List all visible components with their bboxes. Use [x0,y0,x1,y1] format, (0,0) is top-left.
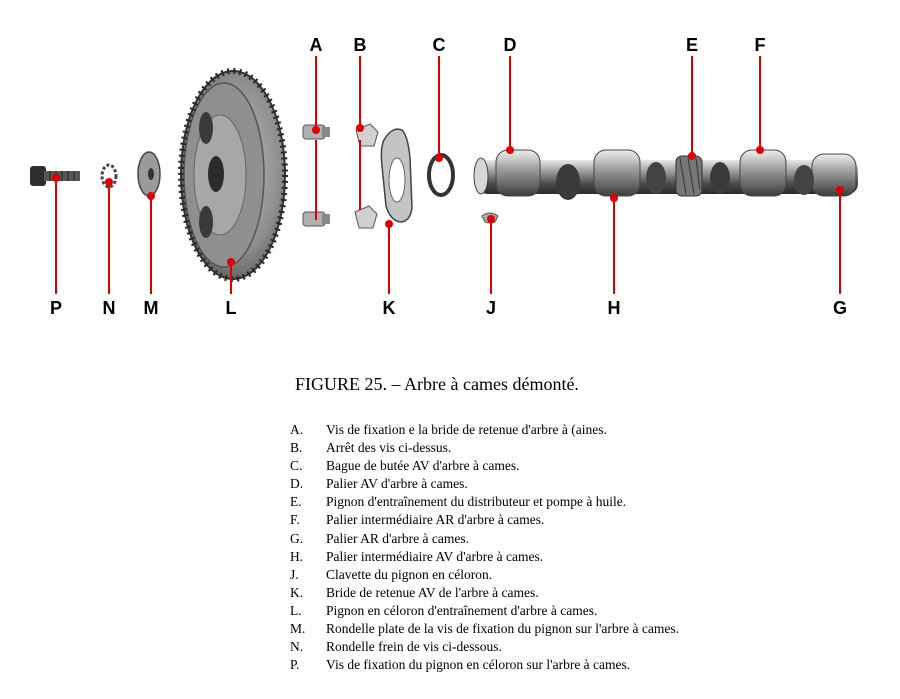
camshaft [473,149,858,200]
callout-p: P [50,174,62,318]
legend-item-k: K. Bride de retenue AV de l'arbre à cames… [290,584,679,602]
exploded-camshaft-diagram: A B C D E F G H J [30,35,858,318]
callout-n: N [103,178,116,318]
flat-washer-part-m [137,151,161,197]
bolt-part-p [30,166,80,186]
legend-text: Pignon en céloron d'entraînement d'arbre… [326,602,598,618]
callout-a: A [310,35,323,220]
callout-h: H [608,194,621,318]
svg-text:K: K [383,298,396,318]
svg-text:F: F [755,35,766,55]
callout-c: C [433,35,446,162]
legend-key: M. [290,621,306,637]
legend-key: J. [290,566,299,582]
legend-key: N. [290,639,304,655]
callout-l: L [226,258,237,318]
svg-text:A: A [310,35,323,55]
legend-text: Rondelle frein de vis ci-dessous. [326,639,502,655]
legend-item-m: M. Rondelle plate de la vis de fixation d… [290,620,679,638]
legend-item-b: B. Arrêt des vis ci-dessus. [290,439,679,457]
legend-key: L. [290,602,302,618]
legend-key: C. [290,458,303,474]
callout-f: F [755,35,766,154]
legend-text: Palier intermédiaire AV d'arbre à cames. [326,548,544,564]
legend-key: P. [290,657,300,673]
legend-item-h: H. Palier intermédiaire AV d'arbre à came… [290,548,679,566]
legend-item-p: P. Vis de fixation du pignon en céloron s… [290,656,679,674]
legend-item-d: D. Palier AV d'arbre à cames. [290,475,679,493]
legend-key: B. [290,440,303,456]
legend-text: Bride de retenue AV de l'arbre à cames. [326,584,539,600]
callout-j: J [486,215,496,318]
legend-text: Rondelle plate de la vis de fixation du … [326,621,679,637]
legend-key: F. [290,512,300,528]
svg-text:P: P [50,298,62,318]
svg-text:H: H [608,298,621,318]
flange-part-k [380,128,413,223]
legend-text: Arrêt des vis ci-dessus. [326,440,452,456]
callout-m: M [144,192,159,318]
legend-key: H. [290,548,304,564]
legend-item-f: F. Palier intermédiaire AR d'arbre à came… [290,511,679,529]
svg-text:E: E [686,35,698,55]
svg-text:L: L [226,298,237,318]
gear-part-l [178,68,288,282]
legend-text: Palier AV d'arbre à cames. [326,476,468,492]
legend-text: Vis de fixation du pignon en céloron sur… [326,657,631,673]
lock-washer-part-n [100,163,118,189]
callout-d: D [504,35,517,154]
legend-item-e: E. Pignon d'entraînement du distributeur … [290,493,679,511]
legend-item-a: A. Vis de fixation e la bride de retenue … [290,421,679,439]
svg-text:J: J [486,298,496,318]
callout-e: E [686,35,698,160]
parts-legend: A. Vis de fixation e la bride de retenue … [290,421,679,674]
svg-text:N: N [103,298,116,318]
legend-text: Pignon d'entraînement du distributeur et… [326,494,627,510]
callout-b: B [354,35,367,210]
legend-item-n: N. Rondelle frein de vis ci-dessous. [290,638,679,656]
svg-text:B: B [354,35,367,55]
legend-text: Vis de fixation e la bride de retenue d'… [326,422,607,437]
svg-text:G: G [833,298,847,318]
callout-g: G [833,186,847,318]
legend-text: Bague de butée AV d'arbre à cames. [326,458,520,474]
legend-item-j: J. Clavette du pignon en céloron. [290,566,679,584]
legend-key: E. [290,494,302,510]
legend-item-l: L. Pignon en céloron d'entraînement d'arb… [290,602,679,620]
callout-k: K [383,220,396,318]
legend-item-g: G. Palier AR d'arbre à cames. [290,530,679,548]
figure-caption: FIGURE 25. – Arbre à cames démonté. [295,374,579,394]
legend-item-c: C. Bague de butée AV d'arbre à cames. [290,457,679,475]
legend-text: Palier intermédiaire AR d'arbre à cames. [326,512,545,528]
legend-key: A. [290,422,304,437]
svg-text:M: M [144,298,159,318]
legend-text: Clavette du pignon en céloron. [326,566,493,582]
svg-text:C: C [433,35,446,55]
svg-text:D: D [504,35,517,55]
locking-tabs-part-b [354,123,379,229]
legend-key: K. [290,584,304,600]
legend-text: Palier AR d'arbre à cames. [326,530,470,546]
legend-key: G. [290,530,304,546]
legend-key: D. [290,476,304,492]
